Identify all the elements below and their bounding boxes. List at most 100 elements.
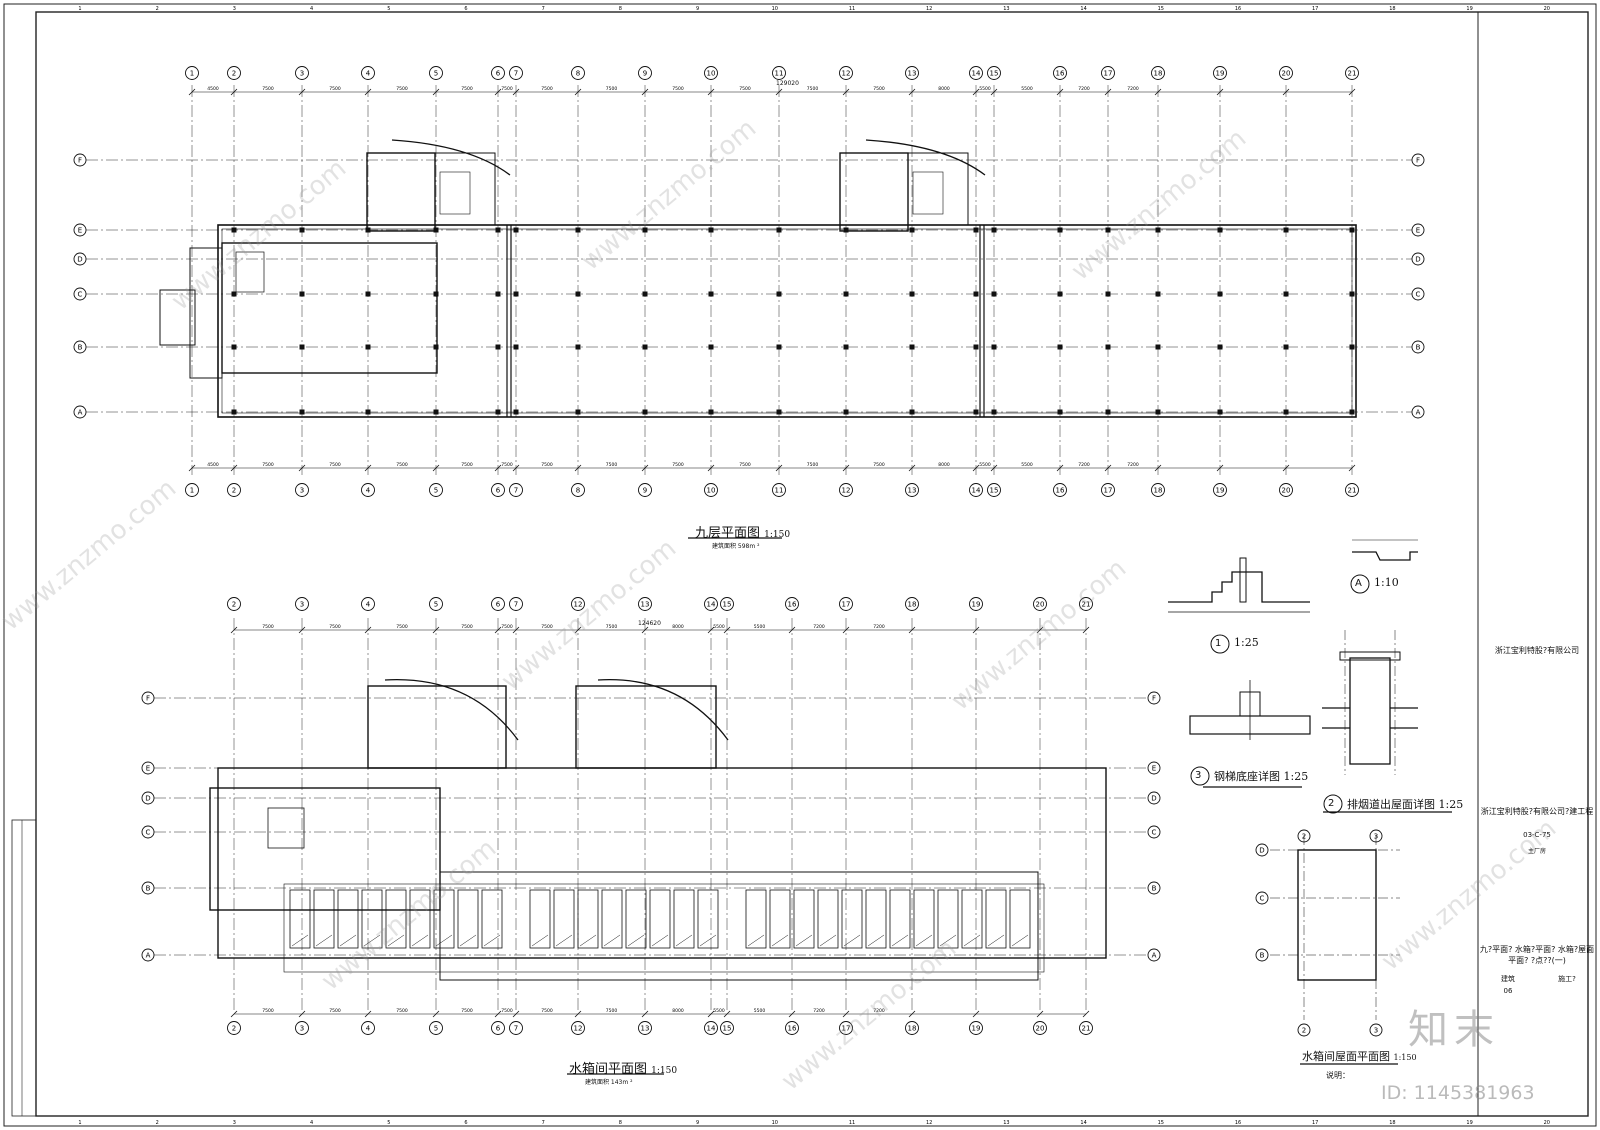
sheet-inner-border (35, 11, 1589, 1117)
grid-bubble (73, 223, 87, 237)
detail-2-title: 排烟道出屋面详图 1:25 (1347, 798, 1464, 811)
column (909, 344, 915, 350)
grid-bubble (839, 483, 853, 497)
solar-panel (841, 889, 863, 949)
column (1155, 409, 1161, 415)
grid-bubble-label: 5 (434, 601, 438, 609)
title-block-discipline: 建筑 (1501, 975, 1515, 983)
column (1057, 227, 1063, 233)
dimension-tick (707, 1010, 715, 1018)
dimension-tick (990, 88, 998, 96)
grid-bubble-label: 20 (1036, 1025, 1045, 1033)
solar-panel (961, 889, 983, 949)
dimension-tick (788, 626, 796, 634)
border-number: 13 (1003, 1120, 1009, 1126)
watermark-brand: 知末 (1408, 1007, 1500, 1053)
dimension-text: 7500 (739, 86, 751, 92)
grid-bubble (361, 66, 375, 80)
dimension-text: 7500 (262, 462, 274, 468)
column (642, 227, 648, 233)
dimension-tick (432, 626, 440, 634)
grid-bubble-label: 13 (641, 601, 650, 609)
border-number: 16 (1235, 6, 1241, 12)
grid-bubble (73, 340, 87, 354)
grid-bubble (720, 597, 734, 611)
grid-bubble (772, 66, 786, 80)
solar-panel-hatch (339, 934, 357, 947)
grid-bubble (785, 597, 799, 611)
grid-bubble-label: E (78, 227, 82, 235)
dimension-text: 7500 (461, 86, 473, 92)
grid-bubble (1345, 66, 1359, 80)
grid-bubble-label: 4 (366, 1025, 371, 1033)
grid-bubble-label: 13 (641, 1025, 650, 1033)
dimension-text: 7200 (1078, 86, 1090, 92)
grid-bubble-label: F (78, 157, 82, 165)
grid-bubble (969, 66, 983, 80)
dimension-tick (1348, 464, 1356, 472)
dimension-tick (908, 464, 916, 472)
border-number: 12 (926, 1120, 932, 1126)
border-number: 7 (542, 6, 545, 12)
solar-panel (409, 889, 431, 949)
solar-panel (865, 889, 887, 949)
grid-bubble (185, 66, 199, 80)
dimension-tick (1216, 88, 1224, 96)
dimension-tick (512, 88, 520, 96)
title-block-sheet-no: 06 (1503, 987, 1513, 995)
grid-bubble (1255, 948, 1269, 962)
grid-bubble (1411, 340, 1425, 354)
grid-bubble-label: 3 (1374, 833, 1378, 841)
dimension-text: 5500 (979, 462, 991, 468)
grid-bubble-label: F (1416, 157, 1420, 165)
solar-panel (793, 889, 815, 949)
dimension-text: 7200 (1127, 462, 1139, 468)
grid-bubble-label: C (1152, 829, 1157, 837)
grid-bubble (429, 66, 443, 80)
grid-bubble (839, 1021, 853, 1035)
dimension-text: 7500 (501, 624, 513, 630)
solar-panel-hatch (747, 934, 765, 947)
column (843, 409, 849, 415)
border-number: 16 (1235, 1120, 1241, 1126)
column (642, 291, 648, 297)
border-number: 17 (1312, 6, 1318, 12)
dimension-tick (1154, 88, 1162, 96)
column (642, 344, 648, 350)
solar-panel (553, 889, 575, 949)
dimension-tick (574, 1010, 582, 1018)
dimension-text: 7500 (541, 624, 553, 630)
grid-bubble-label: B (146, 885, 151, 893)
grid-bubble-label: E (1152, 765, 1156, 773)
grid-bubble-label: 14 (707, 1025, 716, 1033)
dimension-tick (1036, 1010, 1044, 1018)
grid-bubble (73, 252, 87, 266)
solar-panel-hatch (795, 934, 813, 947)
detail-drawings (1168, 539, 1418, 814)
grid-bubble (1101, 66, 1115, 80)
grid-bubble (491, 597, 505, 611)
dimension-tick (972, 626, 980, 634)
tank-solar-panels (289, 889, 1031, 949)
grid-bubble-label: 5 (434, 487, 438, 495)
grid-bubble-label: C (146, 829, 151, 837)
dimension-tick (230, 1010, 238, 1018)
detail-a-scale: 1:10 (1374, 576, 1399, 589)
column (843, 227, 849, 233)
title-block-building: 主厂房 (1527, 848, 1546, 855)
column (1057, 344, 1063, 350)
grid-bubble (73, 405, 87, 419)
grid-bubble-label: 2 (1302, 833, 1306, 841)
solar-panel (313, 889, 335, 949)
grid-bubble-label: 1 (190, 70, 194, 78)
border-number: 9 (696, 1120, 699, 1126)
tank-roof-outline (217, 767, 1107, 959)
border-number: 2 (156, 1120, 159, 1126)
left-revision-strip (11, 819, 37, 1117)
grid-bubble (1297, 829, 1311, 843)
border-number: 14 (1080, 1120, 1086, 1126)
grid-bubble-label: 15 (990, 70, 999, 78)
grid-bubble-label: 7 (514, 487, 518, 495)
border-number: 12 (926, 6, 932, 12)
dimension-tick (298, 1010, 306, 1018)
